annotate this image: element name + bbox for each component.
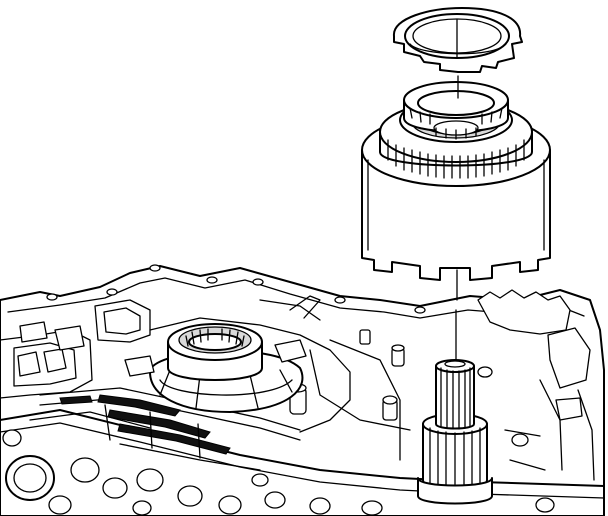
transmission-case	[0, 264, 605, 516]
snap-ring	[393, 7, 523, 73]
clutch-spline-teeth	[387, 139, 525, 179]
valve-body-plate	[29, 387, 301, 471]
input-shaft	[417, 359, 493, 505]
clutch-housing	[361, 81, 551, 281]
bolt-boss-group	[2, 429, 383, 516]
assembly-centerline	[455, 19, 459, 361]
center-support-bearing	[124, 323, 307, 413]
